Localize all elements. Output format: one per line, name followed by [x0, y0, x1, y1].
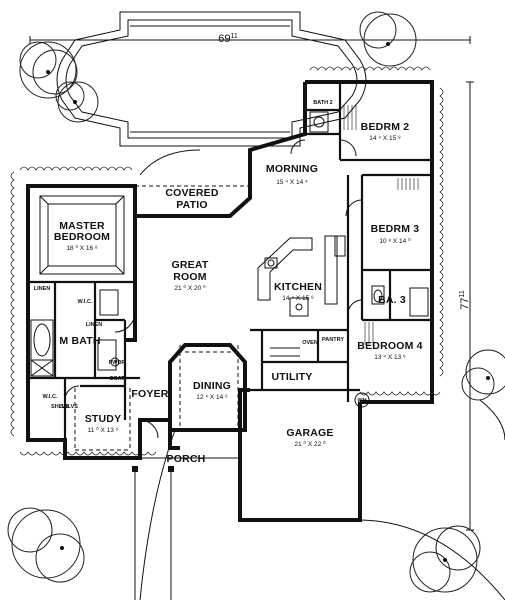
window-marks: [27, 81, 433, 521]
door-swings: [64, 139, 363, 439]
overall-width-text: 6911: [218, 33, 238, 45]
great-room-label-2: ROOM: [173, 271, 207, 283]
master-tray-ceiling: [39, 195, 125, 275]
overall-depth-text: 7711: [459, 290, 471, 310]
m-bath-label: M BATH: [59, 335, 100, 347]
bath-fixtures: [30, 111, 429, 377]
bedrm3-size: 10 ⁸ X 14 ⁰: [379, 237, 411, 245]
great-room-label: GREAT: [172, 259, 209, 271]
bedroom4-label: BEDROOM 4: [357, 340, 422, 352]
covered-patio-label-2: PATIO: [176, 199, 208, 211]
linen-label-2: LINEN: [86, 322, 103, 328]
porch-label: PORCH: [167, 453, 206, 465]
bedroom4-size: 13 ⁴ X 13 ⁶: [374, 354, 406, 361]
morning-label: MORNING: [266, 163, 318, 175]
closet-shelves: [343, 105, 419, 345]
pantry-label: PANTRY: [322, 337, 344, 343]
pwdr-label: PWDR: [109, 360, 126, 366]
great-room-size: 21 ⁰ X 20 ⁰: [174, 284, 206, 292]
room-labels: BATH 2 BEDRM 2 14 ⁴ X 15 ⁸ MORNING 15 ⁴ …: [34, 100, 423, 465]
pool-outline: [56, 11, 367, 147]
depth-dimension: 7711: [459, 81, 474, 531]
width-dimension: 6911: [29, 33, 471, 45]
study-label: STUDY: [85, 413, 122, 425]
foyer-label: FOYER: [131, 388, 168, 400]
master-bedroom-size: 18 ⁰ X 16 ⁸: [66, 244, 98, 252]
garage-label: GARAGE: [286, 427, 333, 439]
bedrm2-label: BEDRM 2: [361, 121, 410, 133]
morning-size: 15 ⁴ X 14 ⁴: [276, 179, 308, 186]
shelves-label: SHLVS: [51, 404, 69, 410]
coat-label: COAT: [109, 376, 125, 382]
covered-patio-label: COVERED: [165, 187, 219, 199]
shelves-label-2: SHLVS: [60, 404, 78, 410]
oven-label: OVEN: [302, 340, 318, 346]
master-bedroom-label: MASTER: [59, 220, 105, 232]
dining-size: 12 ⁴ X 14 ⁶: [196, 394, 228, 401]
water-heater-symbol: [354, 392, 370, 408]
bedrm2-size: 14 ⁴ X 15 ⁸: [369, 135, 401, 142]
bedrm3-label: BEDRM 3: [371, 223, 420, 235]
interior-walls: [28, 82, 432, 440]
wh-label: WH: [357, 398, 366, 404]
bath2-label: BATH 2: [313, 100, 332, 106]
kitchen-size: 14 ⁴ X 15 ⁸: [282, 295, 314, 302]
garage-size: 21 ⁰ X 22 ⁰: [294, 440, 326, 448]
porch-posts: [132, 457, 240, 600]
kitchen-label: KITCHEN: [274, 281, 322, 293]
utility-label: UTILITY: [271, 371, 312, 383]
kitchen-cabinets: [257, 235, 346, 317]
master-bedroom-label-2: BEDROOM: [54, 231, 110, 243]
dining-label: DINING: [193, 380, 231, 392]
shrubs: [10, 66, 444, 456]
ba3-label: BA. 3: [378, 294, 406, 306]
wic-label-1: W.I.C.: [78, 299, 93, 305]
wic-label-2: W.I.C.: [43, 394, 58, 400]
linen-label-1: LINEN: [34, 286, 51, 292]
study-size: 11 ⁰ X 13 ⁶: [88, 426, 119, 434]
